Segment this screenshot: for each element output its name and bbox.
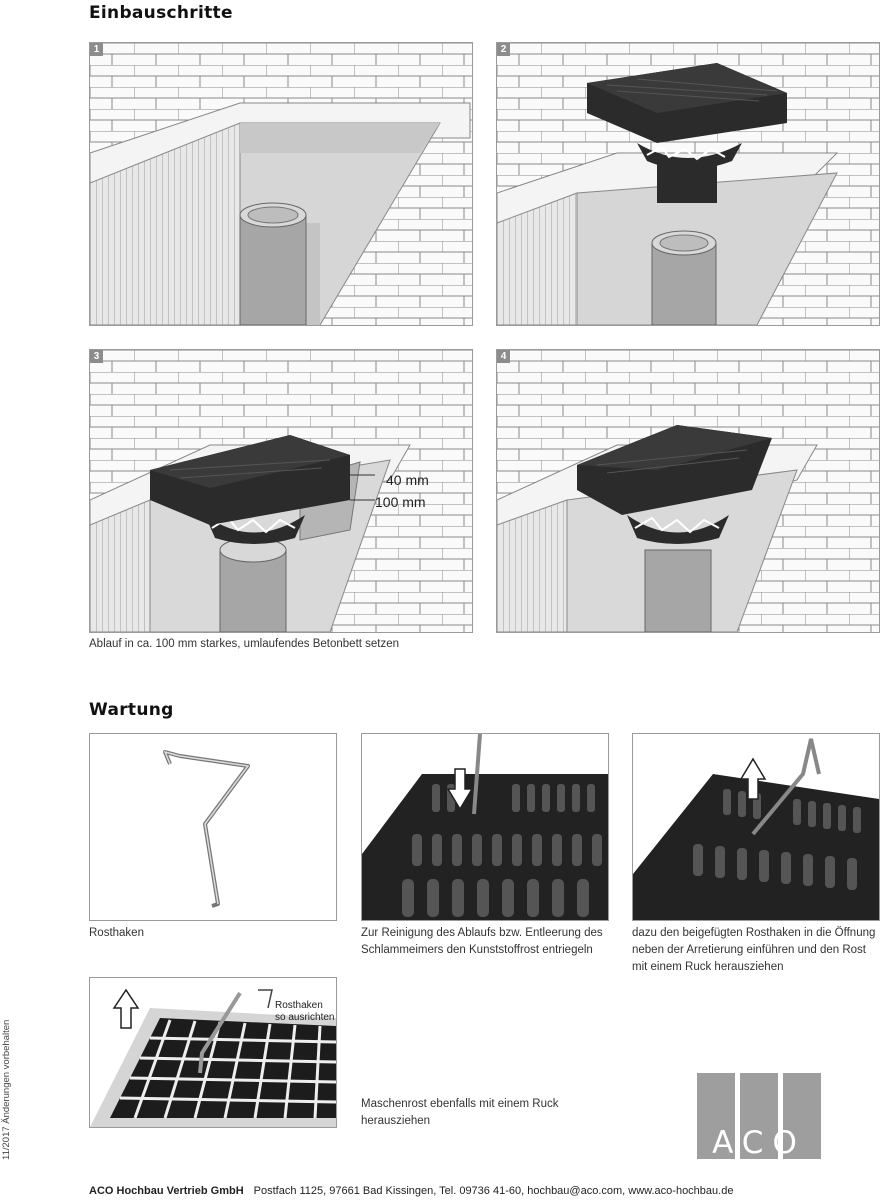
step-number-badge: 3	[90, 350, 103, 363]
dimension-label-bottom: 100 mm	[375, 494, 426, 510]
step-3-illustration: 3 40 mm 100 mm	[89, 349, 473, 633]
footer: ACO Hochbau Vertrieb GmbH Postfach 1125, …	[89, 1185, 733, 1197]
mesh-grate-image: Rosthaken so ausrichten	[89, 977, 337, 1128]
maintenance-section-title: Wartung	[89, 700, 174, 720]
grate-hook-image	[89, 733, 337, 921]
caption-unlock-grate: Zur Reinigung des Ablaufs bzw. Entleerun…	[361, 927, 603, 956]
caption-grate-hook: Rosthaken	[89, 927, 144, 939]
logo-text: ACO	[712, 1125, 806, 1161]
step-2-illustration: 2	[496, 42, 880, 326]
step-number-badge: 4	[497, 350, 510, 363]
step-4-illustration: 4	[496, 349, 880, 633]
caption-mesh-grate: Maschenrost ebenfalls mit einem Ruck her…	[361, 1098, 559, 1127]
install-section-title: Einbauschritte	[89, 3, 233, 23]
step-1-illustration: 1	[89, 42, 473, 326]
install-caption: Ablauf in ca. 100 mm starkes, umlaufende…	[89, 638, 400, 650]
unlock-grate-image	[361, 733, 609, 921]
revision-note: 11/2017 Änderungen vorbehalten	[1, 1019, 12, 1160]
hook-note-line2: so ausrichten	[275, 1012, 335, 1023]
footer-address: Postfach 1125, 97661 Bad Kissingen, Tel.…	[253, 1185, 734, 1197]
step-number-badge: 2	[497, 43, 510, 56]
footer-company: ACO Hochbau Vertrieb GmbH	[89, 1185, 244, 1197]
dimension-label-top: 40 mm	[386, 472, 429, 488]
aco-logo: ACO	[697, 1073, 821, 1161]
pull-grate-image	[632, 733, 880, 921]
hook-note-line1: Rosthaken	[275, 1000, 323, 1011]
caption-pull-grate: dazu den beigefügten Rosthaken in die Öf…	[632, 927, 876, 973]
step-number-badge: 1	[90, 43, 103, 56]
